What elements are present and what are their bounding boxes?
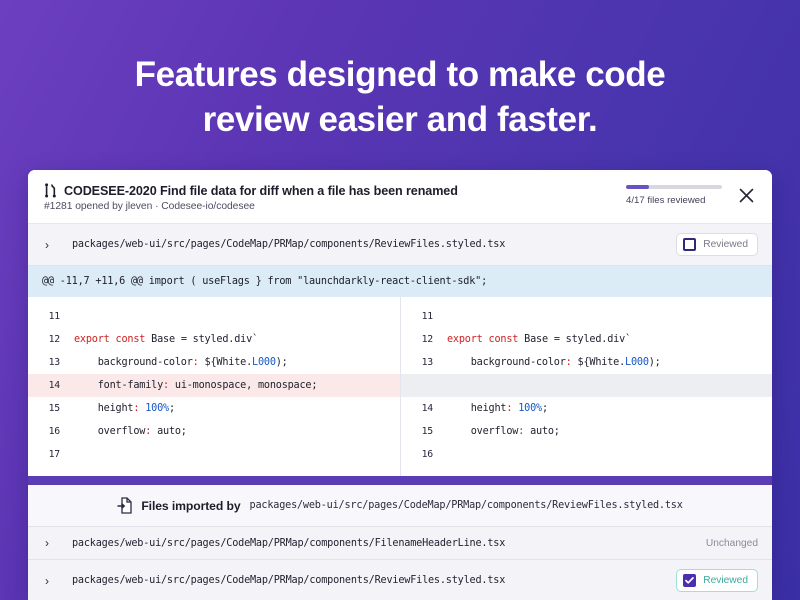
line-number: 14: [48, 380, 61, 391]
code-text: overflow: auto;: [447, 426, 560, 437]
code-line: 13 background-color: ${White.L000);: [401, 351, 772, 374]
reviewed-label: Reviewed: [703, 575, 748, 586]
status-badge: Unchanged: [705, 537, 758, 549]
pr-header-info: CODESEE-2020 Find file data for diff whe…: [44, 183, 458, 212]
diff-pane-left: 11 12 export const Base = styled.div` 13 ba…: [28, 297, 400, 476]
code-text: font-family: ui-monospace, monospace;: [74, 380, 318, 391]
code-line: 16 overflow: auto;: [28, 420, 400, 443]
code-line: 11: [401, 305, 772, 328]
page-title-line-2: review easier and faster.: [202, 100, 598, 140]
code-text: export const Base = styled.div`: [74, 334, 258, 345]
imported-file-row-2[interactable]: › packages/web-ui/src/pages/CodeMap/PRMa…: [28, 560, 772, 600]
code-text: overflow: auto;: [74, 426, 187, 437]
close-button[interactable]: [736, 186, 756, 206]
pr-title-row: CODESEE-2020 Find file data for diff whe…: [44, 183, 458, 198]
line-number: 11: [48, 311, 61, 322]
code-line: 14 height: 100%;: [401, 397, 772, 420]
diff-split-view: 11 12 export const Base = styled.div` 13 ba…: [28, 297, 772, 476]
page-title-line-1: Features designed to make code: [134, 55, 666, 94]
diff-pane-right: 11 12 export const Base = styled.div` 13 ba…: [400, 297, 772, 476]
pr-review-card: CODESEE-2020 Find file data for diff whe…: [28, 170, 772, 600]
progress-label: 4/17 files reviewed: [626, 195, 706, 206]
line-number: 12: [48, 334, 61, 345]
file-row-left: › packages/web-ui/src/pages/CodeMap/PRMa…: [42, 536, 505, 550]
file-row-primary[interactable]: › packages/web-ui/src/pages/CodeMap/PRMa…: [28, 224, 772, 266]
reviewed-toggle[interactable]: Reviewed: [676, 233, 758, 256]
code-line: 15 height: 100%;: [28, 397, 400, 420]
code-text: height: 100%;: [74, 403, 175, 414]
imported-by-path: packages/web-ui/src/pages/CodeMap/PRMap/…: [249, 500, 683, 511]
close-icon: [739, 188, 753, 203]
code-line: 14 font-family: ui-monospace, monospace;: [28, 374, 400, 397]
code-text: background-color: ${White.L000);: [74, 357, 288, 368]
section-separator: [28, 476, 772, 485]
code-line: 17: [28, 443, 400, 466]
pr-header: CODESEE-2020 Find file data for diff whe…: [28, 170, 772, 224]
file-path: packages/web-ui/src/pages/CodeMap/PRMap/…: [72, 239, 506, 250]
file-import-icon: [117, 497, 132, 514]
code-line: [401, 374, 772, 397]
pull-request-icon: [45, 183, 56, 198]
line-number: 13: [48, 357, 61, 368]
chevron-right-icon[interactable]: ›: [45, 536, 49, 550]
reviewed-checkbox[interactable]: [683, 574, 697, 587]
imported-by-bar: Files imported by packages/web-ui/src/pa…: [28, 485, 772, 527]
file-path: packages/web-ui/src/pages/CodeMap/PRMap/…: [72, 575, 506, 586]
code-line: 16: [401, 443, 772, 466]
progress-track: [626, 185, 722, 189]
chevron-right-icon[interactable]: ›: [45, 237, 49, 252]
pr-subtitle: #1281 opened by jleven · Codesee-io/code…: [44, 201, 255, 212]
line-number: 16: [421, 449, 434, 460]
check-icon: [685, 577, 695, 584]
imported-file-row-1[interactable]: › packages/web-ui/src/pages/CodeMap/PRMa…: [28, 527, 772, 560]
reviewed-label: Reviewed: [703, 239, 748, 250]
hunk-header-top: @@ -11,7 +11,6 @@ import ( useFlags } fr…: [28, 266, 772, 297]
line-number: 11: [421, 311, 434, 322]
file-path: packages/web-ui/src/pages/CodeMap/PRMap/…: [72, 537, 506, 549]
code-text: height: 100%;: [447, 403, 548, 414]
hero-section: Features designed to make code review ea…: [0, 0, 800, 142]
progress-fill: [626, 185, 649, 189]
page-title: Features designed to make code review ea…: [0, 52, 800, 142]
pr-header-actions: 4/17 files reviewed: [626, 183, 756, 206]
line-number: 15: [421, 426, 434, 437]
code-line: 12 export const Base = styled.div`: [401, 328, 772, 351]
line-number: 16: [48, 426, 61, 437]
reviewed-toggle[interactable]: Reviewed: [676, 569, 758, 592]
code-line: 15 overflow: auto;: [401, 420, 772, 443]
reviewed-checkbox[interactable]: [683, 238, 697, 251]
code-line: 12 export const Base = styled.div`: [28, 328, 400, 351]
chevron-right-icon[interactable]: ›: [45, 573, 49, 588]
line-number: 14: [421, 403, 434, 414]
line-number: 15: [48, 403, 61, 414]
review-progress: 4/17 files reviewed: [626, 185, 722, 206]
file-row-left: › packages/web-ui/src/pages/CodeMap/PRMa…: [42, 574, 505, 588]
line-number: 12: [421, 334, 434, 345]
imported-by-title: Files imported by: [141, 498, 241, 513]
file-row-left: › packages/web-ui/src/pages/CodeMap/PRMa…: [42, 238, 505, 252]
pr-title: CODESEE-2020 Find file data for diff whe…: [64, 183, 458, 198]
line-number: 17: [48, 449, 61, 460]
code-text: background-color: ${White.L000);: [447, 357, 661, 368]
code-line: 13 background-color: ${White.L000);: [28, 351, 400, 374]
line-number: 13: [421, 357, 434, 368]
code-line: 11: [28, 305, 400, 328]
code-text: export const Base = styled.div`: [447, 334, 631, 345]
